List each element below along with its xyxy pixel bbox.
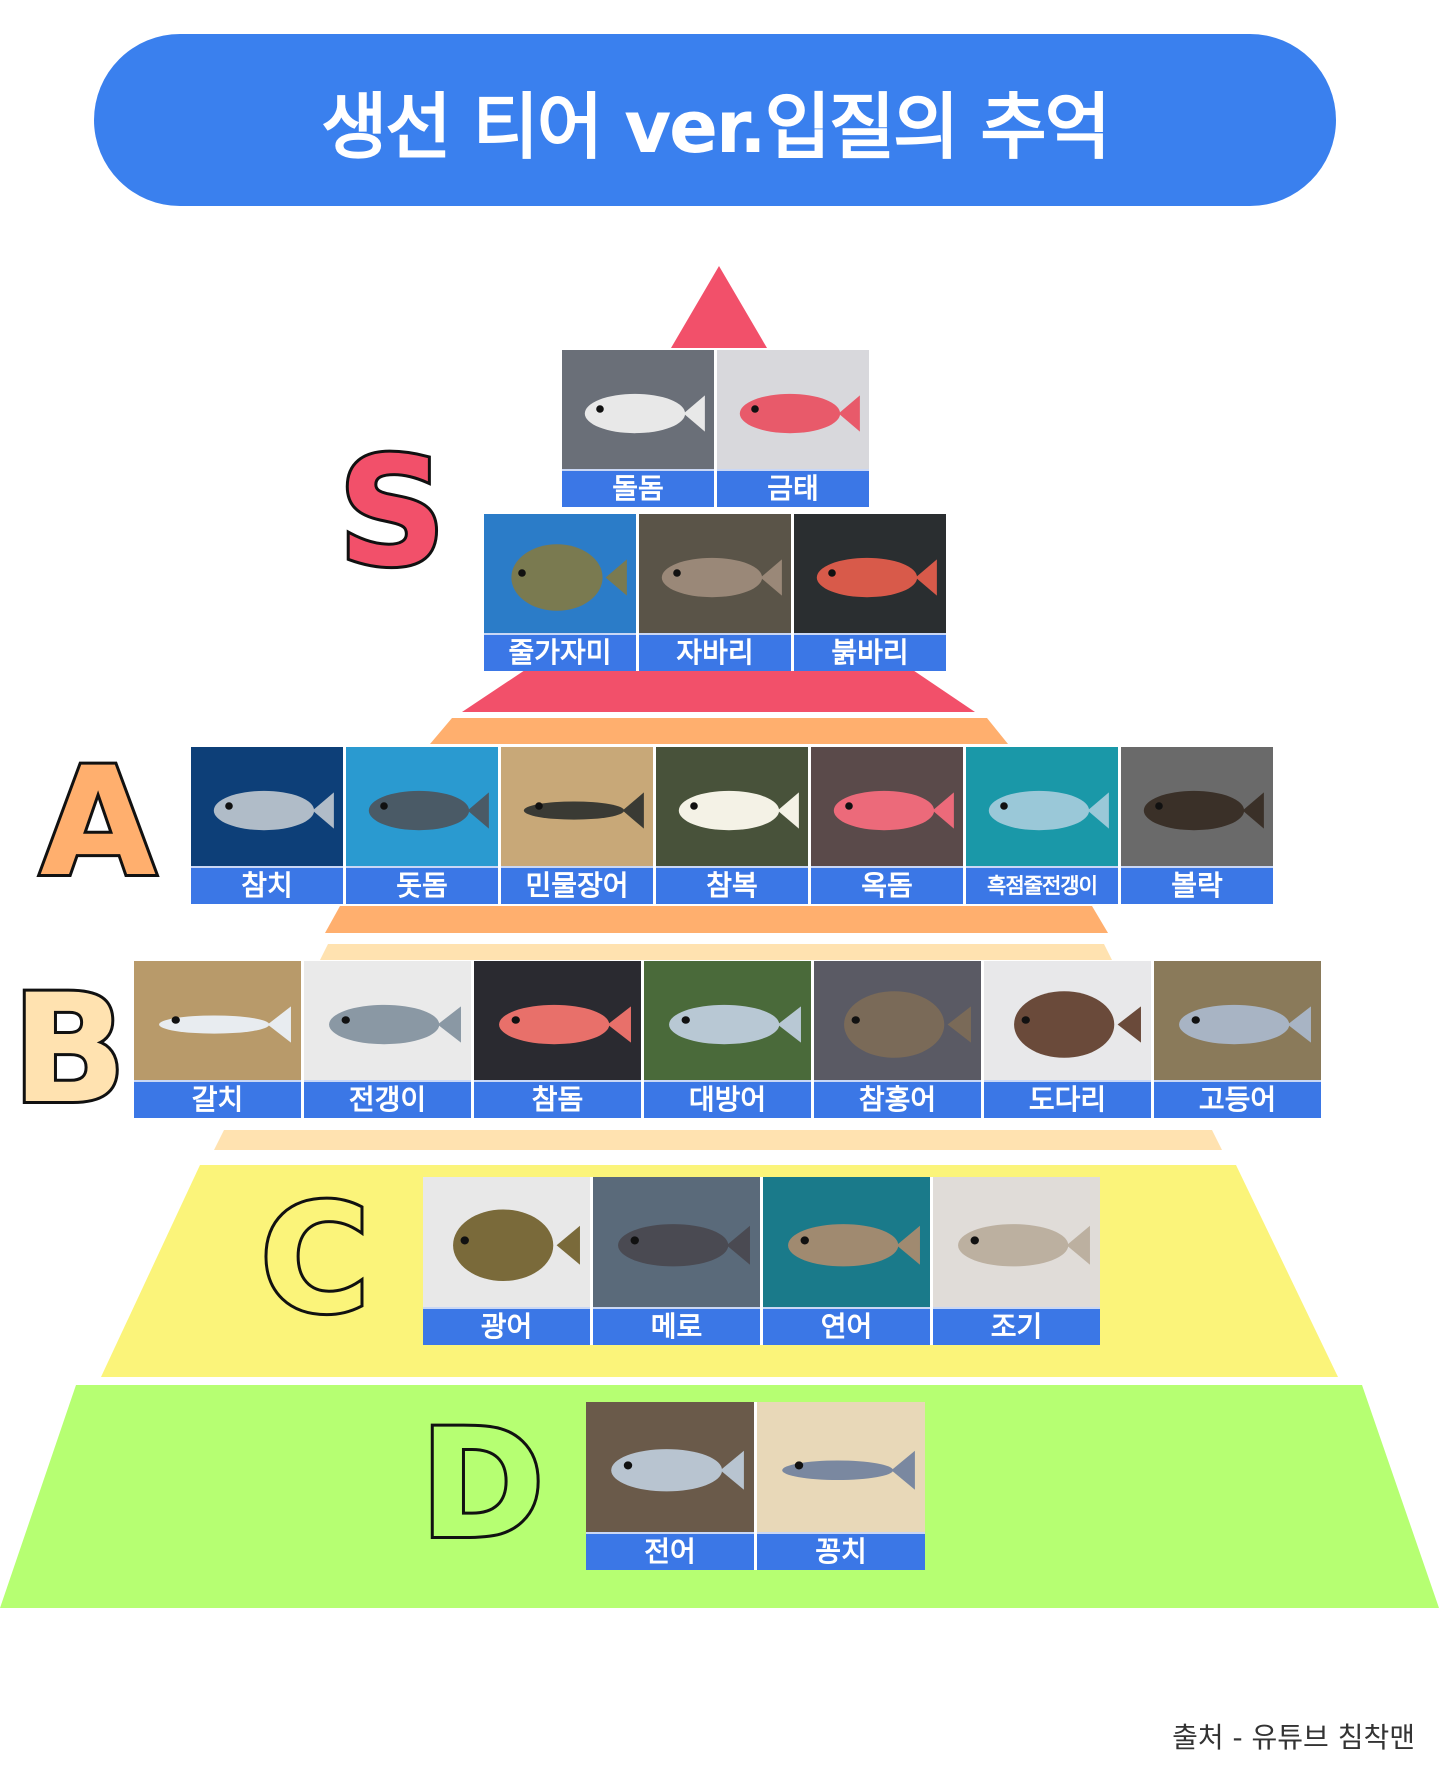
flatfish-icon [484, 514, 636, 635]
fish-name: 줄가자미 [484, 633, 636, 671]
fish-name: 돌돔 [562, 469, 714, 507]
fish-name: 꽁치 [757, 1532, 925, 1570]
tier-letter-s: S [335, 426, 449, 600]
eel-icon [501, 747, 653, 868]
page-title: 생선 티어 ver.입질의 추억 [321, 84, 1111, 169]
fish-card[interactable]: 참치 [191, 747, 343, 904]
fish-card[interactable]: 꽁치 [757, 1402, 925, 1570]
yellowtail-icon [644, 961, 811, 1082]
gizzard-shad-icon [586, 1402, 754, 1532]
fish-name: 옥돔 [811, 866, 963, 904]
fish-card[interactable]: 돗돔 [346, 747, 498, 904]
fish-name: 돗돔 [346, 866, 498, 904]
title-banner: 생선 티어 ver.입질의 추억 [94, 34, 1336, 206]
fish-name: 도다리 [984, 1080, 1151, 1118]
red-fish-box-icon [717, 350, 869, 471]
pyramid-band-b-top [320, 944, 1112, 960]
fish-card[interactable]: 참복 [656, 747, 808, 904]
fish-name: 광어 [423, 1307, 590, 1345]
tier-s-row-1: 돌돔 금태 [562, 350, 869, 507]
tier-d-row: 전어 꽁치 [586, 1402, 925, 1570]
fish-card[interactable]: 조기 [933, 1177, 1100, 1345]
fish-name: 흑점줄전갱이 [966, 866, 1118, 904]
striped-fish-icon [562, 350, 714, 471]
fish-card[interactable]: 도다리 [984, 961, 1151, 1118]
salmon-icon [763, 1177, 930, 1307]
fish-name: 갈치 [134, 1080, 301, 1118]
fish-card[interactable]: 전어 [586, 1402, 754, 1570]
fish-card[interactable]: 금태 [717, 350, 869, 507]
tier-b-row: 갈치 전갱이 참돔 대방어 참홍어 도다리 고등어 [134, 961, 1322, 1118]
tilefish-icon [811, 747, 963, 868]
aquarium-fish-icon [346, 747, 498, 868]
fish-name: 전갱이 [304, 1080, 471, 1118]
fish-name: 대방어 [644, 1080, 811, 1118]
fish-name: 참홍어 [814, 1080, 981, 1118]
trevally-icon [966, 747, 1118, 868]
tier-c-row: 광어 메로 연어 조기 [423, 1177, 1100, 1345]
grouper-icon [639, 514, 791, 635]
fish-name: 볼락 [1121, 866, 1273, 904]
hairtail-icon [134, 961, 301, 1082]
croaker-icon [933, 1177, 1100, 1307]
saury-icon [757, 1402, 925, 1532]
halibut-icon [423, 1177, 590, 1307]
fish-card[interactable]: 줄가자미 [484, 514, 636, 671]
fish-card[interactable]: 민물장어 [501, 747, 653, 904]
fish-card[interactable]: 옥돔 [811, 747, 963, 904]
fish-card[interactable]: 메로 [593, 1177, 760, 1345]
fish-card[interactable]: 연어 [763, 1177, 930, 1345]
tier-a-row: 참치 돗돔 민물장어 참복 옥돔 흑점줄전갱이 볼락 [191, 747, 1273, 904]
fish-name: 자바리 [639, 633, 791, 671]
fish-card[interactable]: 자바리 [639, 514, 791, 671]
skate-icon [814, 961, 981, 1082]
fish-card[interactable]: 대방어 [644, 961, 811, 1118]
pyramid-band-b-bottom [214, 1130, 1222, 1150]
fish-name: 붉바리 [794, 633, 946, 671]
fish-card[interactable]: 붉바리 [794, 514, 946, 671]
rockfish-icon [1121, 747, 1273, 868]
toothfish-icon [593, 1177, 760, 1307]
fish-card[interactable]: 참돔 [474, 961, 641, 1118]
fish-name: 조기 [933, 1307, 1100, 1345]
fish-name: 전어 [586, 1532, 754, 1570]
fish-name: 고등어 [1154, 1080, 1321, 1118]
fish-name: 참돔 [474, 1080, 641, 1118]
pyramid-band-s [462, 660, 975, 712]
fish-name: 연어 [763, 1307, 930, 1345]
red-grouper-icon [794, 514, 946, 635]
fish-name: 메로 [593, 1307, 760, 1345]
horse-mackerel-icon [304, 961, 471, 1082]
fish-name: 참치 [191, 866, 343, 904]
tier-letter-b: B [9, 963, 129, 1137]
red-seabream-icon [474, 961, 641, 1082]
mackerel-icon [1154, 961, 1321, 1082]
fish-card[interactable]: 전갱이 [304, 961, 471, 1118]
fish-name: 금태 [717, 469, 869, 507]
tier-letter-d: D [417, 1398, 547, 1572]
pyramid-band-a-bottom [325, 906, 1108, 933]
fish-card[interactable]: 광어 [423, 1177, 590, 1345]
source-credit: 출처 - 유튜브 침착맨 [1172, 1721, 1415, 1754]
fish-name: 민물장어 [501, 866, 653, 904]
tier-s-row-2: 줄가자미 자바리 붉바리 [484, 514, 946, 671]
tier-letter-c: C [257, 1173, 373, 1347]
pufferfish-icon [656, 747, 808, 868]
fish-card[interactable]: 흑점줄전갱이 [966, 747, 1118, 904]
tuna-icon [191, 747, 343, 868]
fish-card[interactable]: 갈치 [134, 961, 301, 1118]
fish-card[interactable]: 돌돔 [562, 350, 714, 507]
fish-name: 참복 [656, 866, 808, 904]
fish-card[interactable]: 고등어 [1154, 961, 1321, 1118]
pyramid-band-a-top [430, 718, 1008, 744]
tier-letter-a: A [37, 736, 159, 910]
fish-card[interactable]: 볼락 [1121, 747, 1273, 904]
pyramid-tip-s [671, 266, 767, 348]
flounder-icon [984, 961, 1151, 1082]
fish-card[interactable]: 참홍어 [814, 961, 981, 1118]
